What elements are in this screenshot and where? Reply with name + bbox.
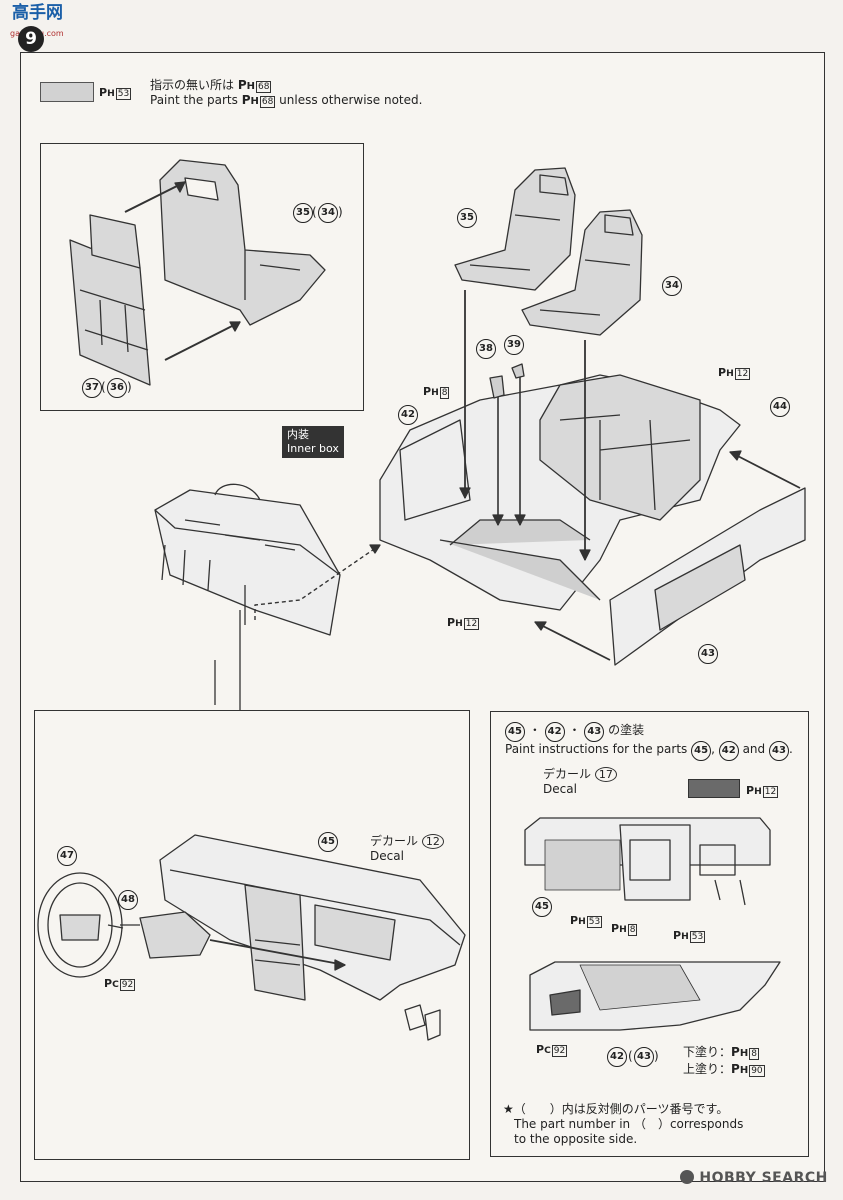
inner-box-label: 内装 Inner box — [282, 426, 344, 458]
legend-swatch — [40, 82, 94, 102]
paren-open: ( — [628, 1049, 633, 1063]
paint-instructions-box — [490, 711, 809, 1157]
part-45-paint: 45 — [532, 897, 552, 917]
part-42-paint: 42 — [607, 1047, 627, 1067]
part-42: 42 — [398, 405, 418, 425]
page-number-badge: 9 — [18, 26, 44, 52]
paint-title-jp: 45 ・ 42 ・ 43 の塗装 — [505, 722, 644, 742]
footnote-en-1: The part number in （ ）corresponds — [514, 1117, 744, 1131]
part-35-inset: 35 — [293, 203, 313, 223]
decal-label-dash: デカール 12 Decal — [370, 834, 444, 864]
watermark: HOBBY SEARCH — [680, 1170, 828, 1186]
paint-title-en: Paint instructions for the parts 45, 42 … — [505, 741, 793, 761]
part-45-dash: 45 — [318, 832, 338, 852]
part-37-inset: 37 — [82, 378, 102, 398]
footnote-en-2: to the opposite side. — [514, 1132, 638, 1146]
paren-close: ) — [338, 205, 343, 219]
part-43-paint: 43 — [634, 1047, 654, 1067]
part-44: 44 — [770, 397, 790, 417]
part-34-main: 34 — [662, 276, 682, 296]
paren-open: ( — [101, 380, 106, 394]
page-number: 9 — [25, 29, 37, 49]
part-39: 39 — [504, 335, 524, 355]
part-36-inset: 36 — [107, 378, 127, 398]
part-35-main: 35 — [457, 208, 477, 228]
part-38: 38 — [476, 339, 496, 359]
part-47: 47 — [57, 846, 77, 866]
paren-open: ( — [312, 205, 317, 219]
paren-close: ) — [127, 380, 132, 394]
dark-swatch — [688, 779, 740, 798]
watermark-icon — [680, 1170, 694, 1184]
decal-label-paint: デカール 17 Decal — [543, 767, 617, 797]
logo-text: 高手网 — [12, 3, 63, 23]
part-34-inset: 34 — [318, 203, 338, 223]
footnote-jp: ★（ ）内は反対側のパーツ番号です。 — [503, 1102, 729, 1116]
part-48: 48 — [118, 890, 138, 910]
paren-close: ) — [654, 1049, 659, 1063]
part-43: 43 — [698, 644, 718, 664]
